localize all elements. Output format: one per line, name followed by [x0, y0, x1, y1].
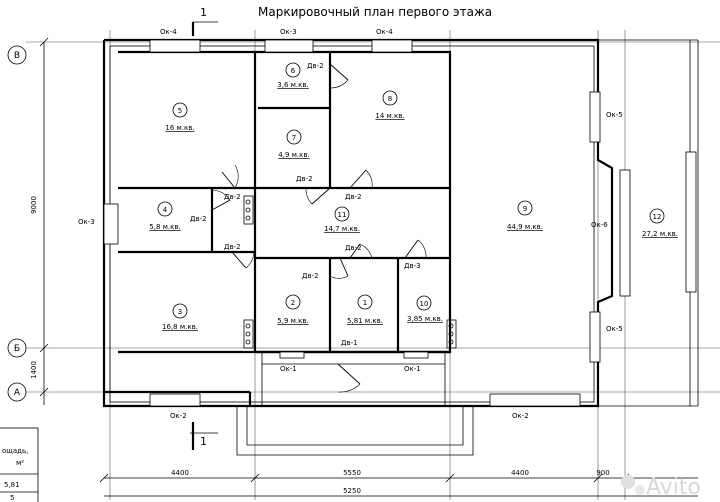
svg-text:4: 4 — [163, 206, 168, 214]
dim-height-total: 9000 — [30, 196, 38, 214]
door-label-4c: Дв-2 — [224, 243, 241, 251]
svg-text:10: 10 — [420, 300, 429, 308]
svg-text:44,9 м.кв.: 44,9 м.кв. — [507, 223, 543, 231]
svg-text:4,9 м.кв.: 4,9 м.кв. — [278, 151, 309, 159]
window-label-ok4-right: Ок-4 — [376, 28, 393, 36]
doors — [211, 63, 427, 393]
legend-unit: м² — [16, 459, 24, 467]
window-label-ok6: Ок-6 — [591, 221, 608, 229]
dim-width-1: 4400 — [171, 469, 189, 477]
svg-text:27,2 м.кв.: 27,2 м.кв. — [642, 230, 678, 238]
window-labels: Ок-4 Ок-3 Ок-4 Ок-5 Ок-3 Ок-6 Ок-5 Ок-1 … — [78, 28, 623, 420]
door-label-11c: Дв-2 — [345, 244, 362, 252]
windows — [103, 39, 697, 407]
room-1: 1 5,81 м.кв. — [347, 299, 383, 325]
dim-width-total: 5250 — [343, 487, 361, 495]
door-label-6: Дв-2 — [307, 62, 324, 70]
window-label-ok2-left: Ок-2 — [170, 412, 187, 420]
svg-text:3: 3 — [178, 308, 182, 316]
svg-text:11: 11 — [338, 211, 347, 219]
svg-text:5,81 м.кв.: 5,81 м.кв. — [347, 317, 383, 325]
dimension-bottom: 4400 5550 4400 900 5250 — [99, 469, 698, 497]
legend-value-2: 5 — [10, 494, 14, 502]
dim-height-bottom: 1400 — [30, 361, 38, 379]
svg-text:6: 6 — [291, 67, 296, 75]
door-label-3: Дв-3 — [404, 262, 421, 270]
door-label-1: Дв-1 — [341, 339, 358, 347]
legend-value: 5,81 — [4, 481, 20, 489]
svg-text:8: 8 — [388, 95, 392, 103]
room-2: 2 5,9 м.кв. — [277, 299, 308, 325]
window-label-ok3-top: Ок-3 — [280, 28, 297, 36]
section-mark-label-bottom: 1 — [200, 435, 207, 448]
svg-text:5,9 м.кв.: 5,9 м.кв. — [277, 317, 308, 325]
svg-text:16,8 м.кв.: 16,8 м.кв. — [162, 323, 198, 331]
room-9: 9 44,9 м.кв. — [507, 205, 543, 231]
porch — [236, 406, 474, 456]
door-labels: Дв-2 Дв-2 Дв-2 Дв-2 Дв-2 Дв-2 Дв-2 Дв-2 … — [190, 62, 421, 347]
svg-text:12: 12 — [653, 213, 662, 221]
legend-header: ощадь, — [2, 447, 28, 455]
room-11: 11 14,7 м.кв. — [324, 211, 360, 233]
window-label-ok5-bottom: Ок-5 — [606, 325, 623, 333]
room-12: 12 27,2 м.кв. — [642, 208, 678, 238]
door-label-11b: Дв-2 — [345, 193, 362, 201]
section-mark-label-top: 1 — [200, 6, 207, 19]
window-label-ok4-left: Ок-4 — [160, 28, 177, 36]
avito-watermark: Avito — [621, 475, 701, 500]
axis-bubble-b: Б — [7, 338, 27, 358]
room-6: 6 3,6 м.кв. — [277, 67, 308, 89]
svg-text:7: 7 — [292, 134, 296, 142]
room-8: 8 14 м.кв. — [375, 95, 404, 120]
svg-text:А: А — [14, 388, 21, 398]
dim-width-3: 4400 — [511, 469, 529, 477]
svg-text:9: 9 — [523, 205, 527, 213]
svg-text:14,7 м.кв.: 14,7 м.кв. — [324, 225, 360, 233]
section-mark-top: 1 — [191, 6, 218, 36]
watermark-text: Avito — [646, 475, 701, 500]
svg-text:14 м.кв.: 14 м.кв. — [375, 112, 404, 120]
svg-text:5,8 м.кв.: 5,8 м.кв. — [149, 223, 180, 231]
room-10: 10 3,85 м.кв. — [407, 295, 443, 323]
window-label-ok3-left: Ок-3 — [78, 218, 95, 226]
section-mark-bottom: 1 — [190, 422, 218, 450]
svg-text:3,6 м.кв.: 3,6 м.кв. — [277, 81, 308, 89]
svg-text:1: 1 — [363, 299, 367, 307]
area-legend: ощадь, м² 5,81 5 — [0, 427, 39, 502]
door-label-2: Дв-2 — [302, 272, 319, 280]
door-label-11a: Дв-2 — [296, 175, 313, 183]
room-3: 3 16,8 м.кв. — [162, 308, 198, 331]
svg-text:16 м.кв.: 16 м.кв. — [165, 124, 194, 132]
room-number-circles — [157, 62, 533, 319]
svg-text:3,85 м.кв.: 3,85 м.кв. — [407, 315, 443, 323]
window-label-ok5-top: Ок-5 — [606, 111, 623, 119]
axis-grid — [26, 30, 720, 500]
room-7: 7 4,9 м.кв. — [278, 134, 309, 159]
room-5: 5 16 м.кв. — [165, 107, 194, 132]
axis-bubble-v: В — [7, 45, 27, 65]
dim-width-2: 5550 — [343, 469, 361, 477]
door-label-4b: Дв-2 — [190, 215, 207, 223]
window-label-ok1-right: Ок-1 — [404, 365, 421, 373]
svg-text:2: 2 — [291, 299, 295, 307]
svg-text:В: В — [14, 51, 20, 61]
axis-bubble-a: А — [7, 382, 27, 402]
room-4: 4 5,8 м.кв. — [149, 206, 180, 231]
svg-text:5: 5 — [178, 107, 182, 115]
window-label-ok2-right: Ок-2 — [512, 412, 529, 420]
door-label-4a: Дв-2 — [224, 193, 241, 201]
plan-title: Маркировочный план первого этажа — [258, 5, 492, 19]
dimension-left: 9000 1400 — [30, 37, 49, 405]
svg-text:Б: Б — [14, 344, 20, 354]
dim-width-4: 900 — [596, 469, 609, 477]
window-label-ok1-left: Ок-1 — [280, 365, 297, 373]
